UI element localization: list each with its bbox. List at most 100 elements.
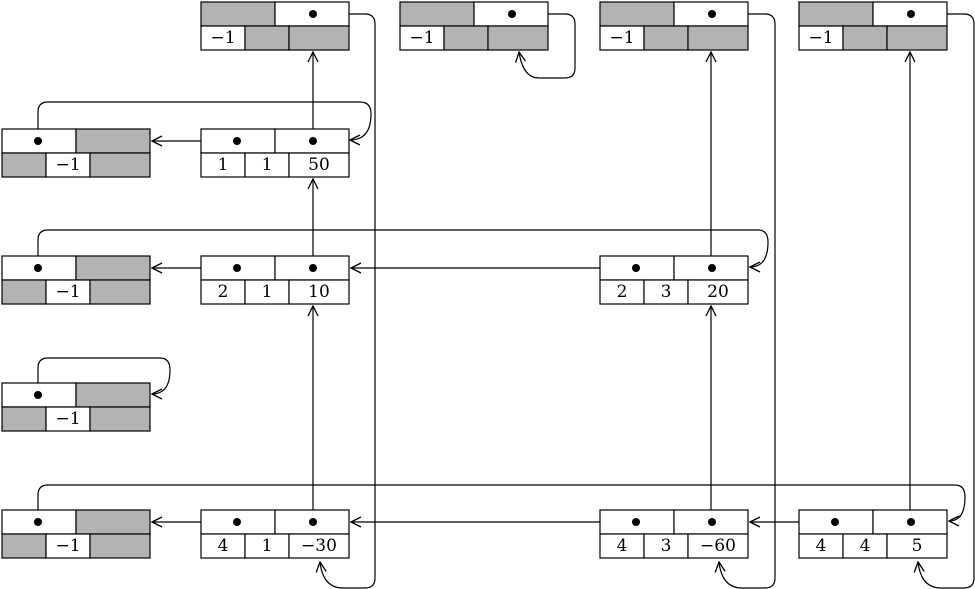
col-header-bottom-mid	[842, 25, 888, 51]
node-left-pointer-dot	[233, 518, 241, 526]
node-row-index: 4	[218, 536, 229, 556]
node-row-cell	[599, 279, 645, 305]
col-header-bottom-right	[687, 25, 749, 51]
col-header-bottom-left	[599, 25, 645, 51]
row-header-bottom-left	[1, 152, 47, 178]
node-down-pointer-dot	[309, 264, 317, 272]
node-value: 50	[308, 155, 330, 175]
row-header-top-right	[75, 509, 151, 535]
node-row-cell	[798, 533, 844, 559]
col-header-bottom-right	[487, 25, 549, 51]
row-header-pointer-dot	[34, 264, 42, 272]
node-down-pointer-dot	[708, 518, 716, 526]
pointer-links	[37, 13, 975, 589]
node-left-pointer-dot	[233, 264, 241, 272]
node-col-index: 1	[262, 155, 273, 175]
row-header-value: −1	[55, 409, 80, 429]
node-value-cell	[288, 533, 350, 559]
col-header-pointer-dot	[508, 10, 516, 18]
node-value-cell	[687, 279, 749, 305]
row-header-bottom-left	[1, 279, 47, 305]
row-header-pointer-dot	[34, 391, 42, 399]
col-header-pointer-dot	[309, 10, 317, 18]
node-left-pointer-dot	[632, 518, 640, 526]
row-header-value: −1	[55, 282, 80, 302]
node-row-cell	[200, 152, 246, 178]
node-value: −30	[301, 536, 337, 556]
col-header-pointer-dot	[907, 10, 915, 18]
row-header-pointer-dot	[34, 518, 42, 526]
col-header-bottom-right	[886, 25, 948, 51]
col2-self-link	[512, 13, 576, 79]
node-row-index: 1	[218, 155, 229, 175]
row-header-pointer-dot	[34, 137, 42, 145]
node-left-pointer-dot	[831, 518, 839, 526]
col4-wrap-header-to-5	[910, 13, 975, 589]
col-header-pointer-dot	[708, 10, 716, 18]
node-down-pointer-dot	[708, 264, 716, 272]
row-header-bottom-right	[89, 152, 151, 178]
row4-wrap-header-to-5	[37, 484, 966, 522]
col-header-top-left	[599, 1, 675, 27]
col-header-bottom-mid	[244, 25, 290, 51]
node-col-index: 3	[661, 536, 672, 556]
row1-wrap-header-to-node	[37, 101, 372, 141]
row-header-value: −1	[55, 536, 80, 556]
node-row-cell	[200, 533, 246, 559]
row-header-bottom-mid	[45, 152, 91, 178]
node-down-pointer-dot	[309, 518, 317, 526]
row-header-value: −1	[55, 155, 80, 175]
col-header-bottom-mid	[443, 25, 489, 51]
node-value-cell	[288, 279, 350, 305]
node-row-index: 2	[218, 282, 229, 302]
row-header-bottom-right	[89, 533, 151, 559]
node-row-index: 2	[617, 282, 628, 302]
node-value: 20	[707, 282, 729, 302]
row-header-bottom-mid	[45, 533, 91, 559]
node-col-index: 3	[661, 282, 672, 302]
row-header-bottom-left	[1, 533, 47, 559]
node-col-cell	[643, 533, 689, 559]
col-header-top-left	[798, 1, 874, 27]
col-header-value: −1	[409, 28, 434, 48]
row-header-top-right	[75, 128, 151, 154]
col-header-bottom-left	[200, 25, 246, 51]
row-header-bottom-right	[89, 279, 151, 305]
node-value-cell	[687, 533, 749, 559]
node-value-cell	[288, 152, 350, 178]
node-left-pointer-dot	[233, 137, 241, 145]
node-col-cell	[244, 279, 290, 305]
row3-self-link	[37, 357, 171, 395]
row2-wrap-header-to-20	[37, 229, 769, 268]
node-col-index: 4	[860, 536, 871, 556]
node-row-index: 4	[617, 536, 628, 556]
node-col-index: 1	[262, 282, 273, 302]
col-header-top-left	[200, 1, 276, 27]
node-row-index: 4	[816, 536, 827, 556]
col-header-value: −1	[808, 28, 833, 48]
col3-wrap-header-to-m60	[711, 13, 776, 589]
node-value-cell	[886, 533, 948, 559]
col-header-bottom-mid	[643, 25, 689, 51]
row-header-top-right	[75, 382, 151, 408]
node-value: 10	[308, 282, 330, 302]
node-value: 5	[912, 536, 923, 556]
node-down-pointer-dot	[907, 518, 915, 526]
row-header-bottom-mid	[45, 406, 91, 432]
node-col-index: 1	[262, 536, 273, 556]
col-header-bottom-left	[798, 25, 844, 51]
node-row-cell	[599, 533, 645, 559]
row-header-top-right	[75, 255, 151, 281]
row-header-bottom-left	[1, 406, 47, 432]
node-col-cell	[643, 279, 689, 305]
col-header-value: −1	[210, 28, 235, 48]
node-down-pointer-dot	[309, 137, 317, 145]
node-value: −60	[700, 536, 736, 556]
node-left-pointer-dot	[632, 264, 640, 272]
node-col-cell	[244, 152, 290, 178]
col-header-top-left	[399, 1, 475, 27]
row-header-bottom-right	[89, 406, 151, 432]
col1-wrap-header-to-m30	[313, 13, 376, 589]
